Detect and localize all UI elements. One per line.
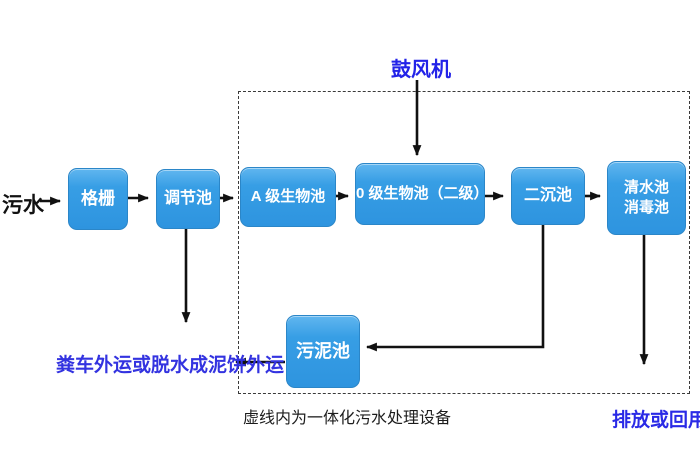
box-a-level-bio-tank-label: A 级生物池 (250, 187, 326, 205)
box-grille-label: 格栅 (81, 188, 115, 208)
box-regulating-tank-label: 调节池 (163, 190, 212, 208)
label-sludge-disposal: 粪车外运或脱水成泥饼外运 (56, 355, 285, 376)
box-secondary-sedimentation-tank: 二沉池 (511, 167, 585, 225)
box-clearwater-disinfection-tank: 清水池 消毒池 (607, 161, 686, 235)
box-grille: 格栅 (68, 168, 128, 230)
label-equipment-note: 虚线内为一体化污水处理设备 (243, 410, 452, 427)
box-a-level-bio-tank: A 级生物池 (240, 167, 336, 227)
integrated-equipment-dashed-boundary (238, 91, 690, 394)
box-sludge-tank: 污泥池 (286, 315, 360, 388)
box-clearwater-label-line2: 消毒池 (623, 199, 669, 216)
box-o-level-bio-tank-label: 0 级生物池（二级） (356, 184, 489, 202)
box-secondary-sedimentation-tank-label: 二沉池 (523, 187, 572, 205)
box-o-level-bio-tank: 0 级生物池（二级） (355, 163, 489, 225)
label-influent-sewage: 污水 (2, 194, 44, 217)
label-blower: 鼓风机 (391, 59, 451, 81)
box-clearwater-label-line1: 清水池 (623, 178, 669, 196)
label-discharge-or-reuse: 排放或回用 (612, 410, 700, 431)
box-sludge-tank-label: 污泥池 (296, 341, 350, 362)
box-regulating-tank: 调节池 (156, 169, 220, 229)
